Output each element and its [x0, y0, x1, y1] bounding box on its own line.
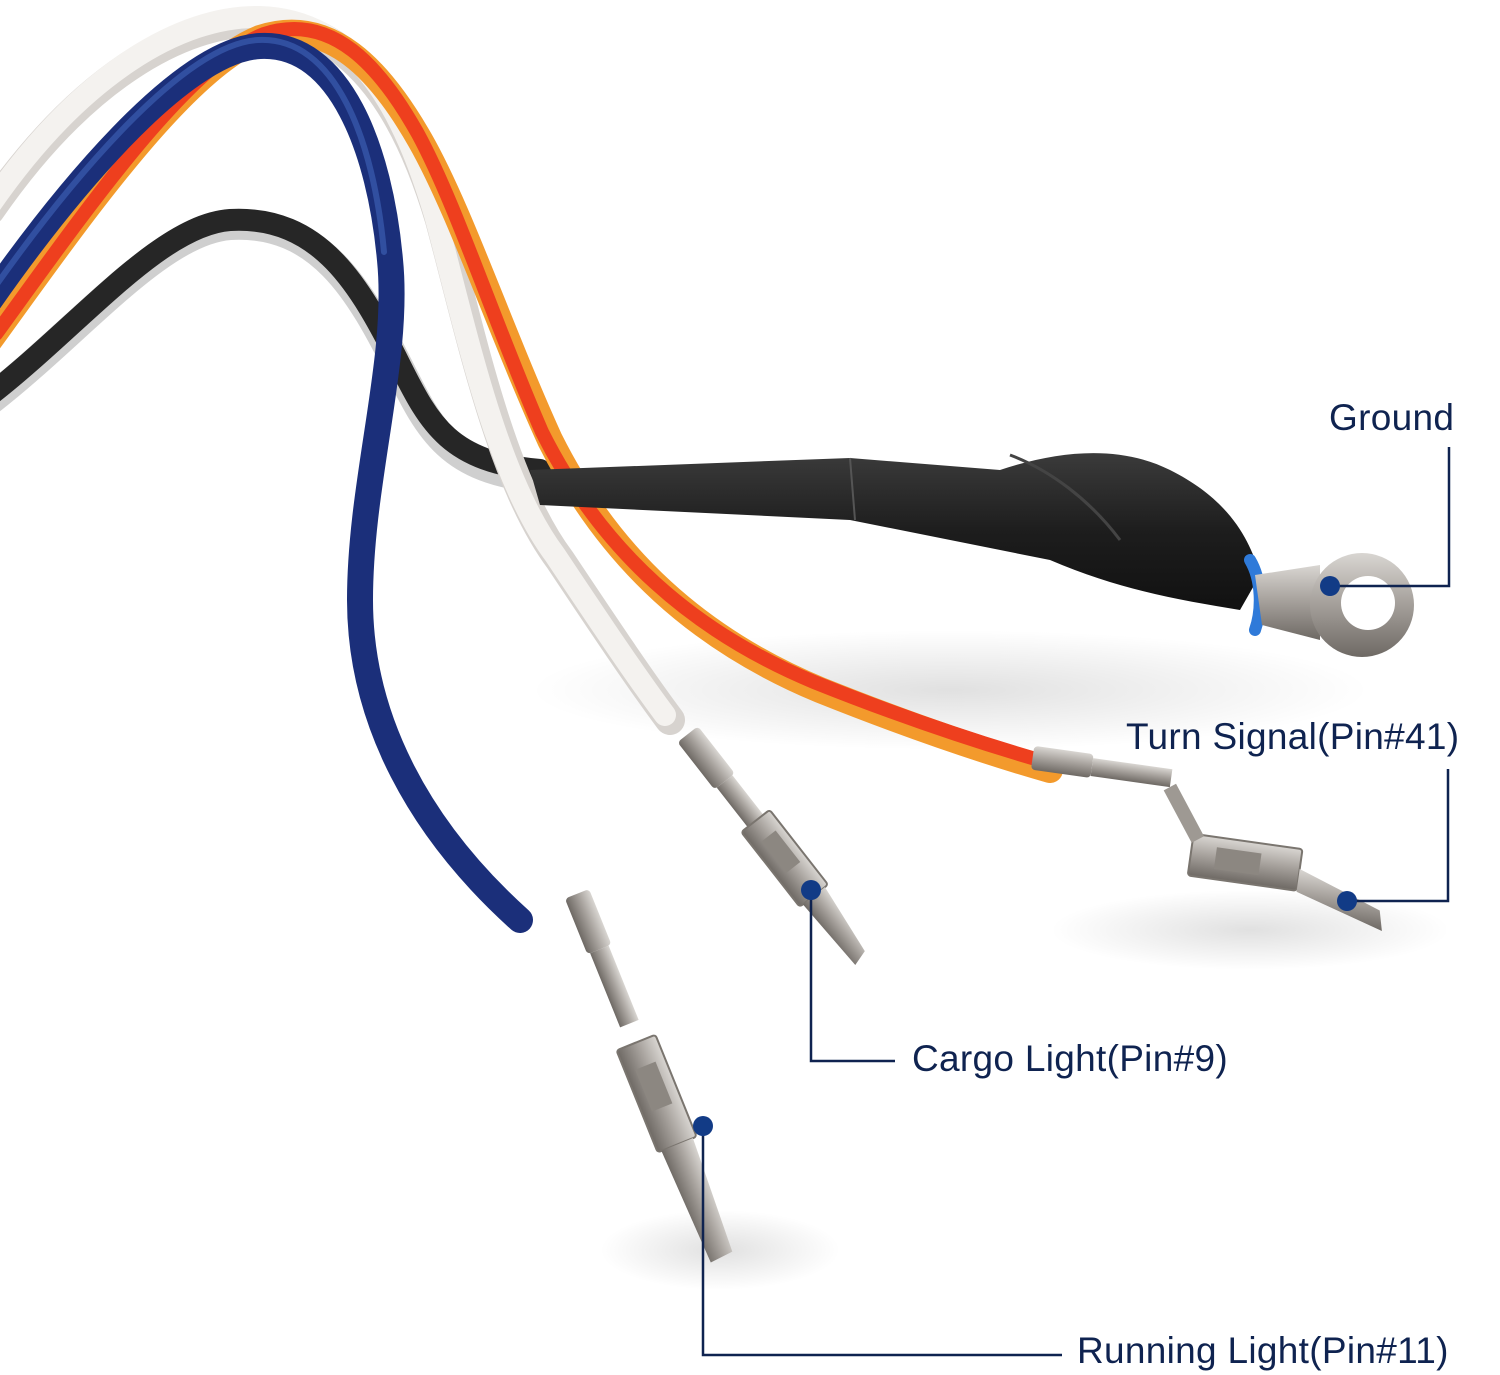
turn-signal-leader-line — [1347, 769, 1450, 903]
cargo-dot-icon — [801, 880, 821, 900]
ground-dot-icon — [1320, 576, 1340, 596]
black-wire — [0, 208, 555, 493]
cargo-leader-line — [809, 890, 895, 1063]
cargo-light-label: Cargo Light(Pin#9) — [912, 1038, 1228, 1079]
running-light-label: Running Light(Pin#11) — [1077, 1330, 1449, 1371]
white-wire — [0, 5, 685, 735]
running-dot-icon — [693, 1116, 713, 1136]
running-light-terminal — [566, 890, 733, 1263]
blue-wire — [0, 32, 533, 933]
callout-lines — [701, 447, 1451, 1357]
ring-terminal — [1255, 553, 1414, 657]
ground-label: Ground — [1329, 397, 1455, 438]
turn-signal-dot-icon — [1337, 891, 1357, 911]
callout-dots — [693, 576, 1357, 1136]
cargo-terminal — [679, 727, 865, 965]
running-leader-line — [701, 1126, 1062, 1357]
ground-leader-line — [1330, 447, 1451, 588]
taped-splice — [530, 453, 1266, 636]
turn-signal-label: Turn Signal(Pin#41) — [1126, 716, 1460, 757]
